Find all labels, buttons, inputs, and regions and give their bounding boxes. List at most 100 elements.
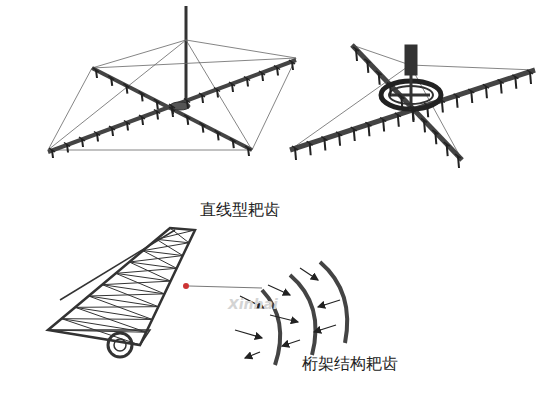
rake-tooth <box>245 146 251 150</box>
rake-tooth <box>321 137 327 141</box>
rake-tooth <box>447 144 448 156</box>
caption-label: 桁架结构耙齿 <box>302 354 398 375</box>
rake-tooth <box>435 132 436 144</box>
rake-tooth <box>229 82 235 86</box>
rake-tooth <box>184 115 190 119</box>
rake-tooth <box>351 127 357 131</box>
caption-label: 直线型耙齿 <box>200 200 280 221</box>
rake-tooth <box>102 285 164 294</box>
rake-tooth <box>94 132 100 136</box>
rake-tooth <box>289 60 295 64</box>
rake-tooth <box>199 123 205 127</box>
rake-tooth <box>89 296 153 319</box>
rake-tooth <box>512 75 518 79</box>
rake-tooth <box>439 99 445 103</box>
rake-tooth <box>170 228 189 243</box>
rake-tooth <box>109 126 115 130</box>
rake-tooth <box>527 70 533 74</box>
truss-rake <box>48 228 262 357</box>
rake-tooth <box>367 61 368 73</box>
rake-tooth <box>156 230 195 239</box>
rake-tooth <box>75 307 146 332</box>
rake-tooth <box>376 71 382 75</box>
rake-tooth <box>199 93 205 97</box>
rake-tooth <box>498 80 504 84</box>
rake-tooth <box>398 95 404 99</box>
rake-tooth <box>64 143 70 147</box>
rake-tooth <box>156 239 188 242</box>
rake-tooth <box>383 120 384 132</box>
rake-tooth <box>379 73 380 85</box>
rake-tooth <box>214 88 220 92</box>
rake-tooth <box>62 319 140 345</box>
rake-tooth <box>457 96 458 108</box>
rake-tooth <box>295 148 296 160</box>
rake-tooth <box>129 256 182 262</box>
rake-tooth <box>49 148 55 152</box>
rake-tooth <box>501 82 502 94</box>
rake-tooth <box>401 97 402 109</box>
rake-tooth <box>62 319 147 333</box>
rake-tooth <box>230 138 236 142</box>
rake-tooth <box>390 85 391 97</box>
rake-tooth <box>169 107 175 111</box>
rake-tooth <box>455 154 461 158</box>
linear-rake-cage <box>290 45 535 168</box>
rake-tooth <box>143 251 177 269</box>
rake-tooth <box>139 115 145 119</box>
rake-tooth <box>356 49 357 61</box>
rake-tooth <box>424 103 430 107</box>
rake-tooth <box>336 132 342 136</box>
rake-tooth <box>108 76 114 80</box>
rake-tooth <box>310 143 311 155</box>
rake-tooth <box>354 129 355 141</box>
rake-tooth <box>398 115 399 127</box>
rake-tooth <box>454 94 460 98</box>
rake-tooth <box>395 113 401 117</box>
rake-tooth <box>79 137 85 141</box>
flow-arrows <box>235 268 340 358</box>
rake-tooth <box>365 122 371 126</box>
rake-tooth <box>530 72 531 84</box>
rake-tooth <box>424 120 425 132</box>
rake-tooth <box>75 307 152 319</box>
rake-tooth <box>93 68 99 72</box>
rake-tooth <box>442 101 443 113</box>
rake-tooth <box>468 89 474 93</box>
rake-tooth <box>307 141 313 145</box>
rake-tooth <box>116 268 177 273</box>
rake-tooth <box>274 66 280 70</box>
rake-tooth <box>483 84 489 88</box>
rake-tooth <box>432 130 438 134</box>
rake-tooth <box>380 118 386 122</box>
rake-tooth <box>486 86 487 98</box>
rake-tooth <box>387 83 393 87</box>
rake-tooth <box>413 108 414 120</box>
rake-tooth <box>123 84 129 88</box>
rake-tooth <box>143 243 189 251</box>
rake-tooth <box>292 146 298 150</box>
rake-tooth <box>410 106 416 110</box>
rake-tooth <box>427 105 428 117</box>
rake-tooth <box>368 124 369 136</box>
rake-tooth <box>339 134 340 146</box>
rake-tooth <box>421 118 427 122</box>
rake-tooth <box>444 142 450 146</box>
rake-tooth <box>458 156 459 168</box>
curved-teeth <box>262 262 347 365</box>
linear-rake <box>48 6 296 158</box>
rake-tooth <box>124 121 130 125</box>
rake-tooth <box>324 139 325 151</box>
rake-tooth <box>184 99 190 103</box>
rake-tooth <box>515 77 516 89</box>
rake-tooth <box>215 130 221 134</box>
rake-tooth <box>154 99 160 103</box>
rake-tooth <box>259 71 265 75</box>
rake-tooth <box>353 47 359 51</box>
rake-tooth <box>154 110 160 114</box>
rake-tooth <box>471 91 472 103</box>
rake-tooth <box>244 77 250 81</box>
rake-tooth <box>364 59 370 63</box>
watermark: Xinhai <box>228 296 278 312</box>
rake-tooth <box>89 296 159 307</box>
